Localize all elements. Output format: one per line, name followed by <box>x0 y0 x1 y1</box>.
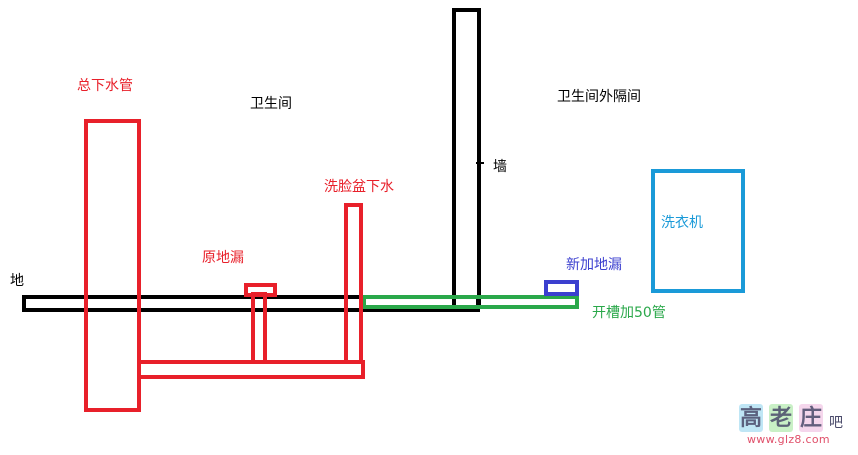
basin-drain-label: 洗脸盆下水 <box>324 179 394 195</box>
outside-bathroom-label: 卫生间外隔间 <box>557 89 641 105</box>
wall-label: 墙 <box>493 159 507 175</box>
watermark-char-3: 庄 <box>799 405 822 431</box>
basin-drain-pipe-shape <box>344 203 363 364</box>
watermark-url: www.glz8.com <box>747 433 830 446</box>
groove-pipe-label: 开槽加50管 <box>592 305 666 321</box>
groove-pipe-shape <box>362 295 579 309</box>
watermark-suffix: 吧 <box>829 415 843 431</box>
new-floor-drain-label: 新加地漏 <box>566 257 622 273</box>
washing-machine-shape <box>651 169 745 293</box>
floor-gap-mark <box>170 299 176 308</box>
original-floor-drain-label: 原地漏 <box>202 250 244 266</box>
floor-label: 地 <box>10 273 24 289</box>
watermark-tile-1: 高 <box>739 404 763 432</box>
new-floor-drain-shape <box>544 280 579 296</box>
bathroom-label: 卫生间 <box>250 96 292 112</box>
horizontal-drain-pipe-shape <box>137 360 365 379</box>
washing-machine-label: 洗衣机 <box>661 215 703 231</box>
watermark-tile-2: 老 <box>769 404 793 432</box>
original-floor-drain-pipe-shape <box>251 292 267 364</box>
watermark-char-1: 高 <box>739 405 762 431</box>
main-drain-pipe-shape <box>84 119 141 412</box>
main-drain-label: 总下水管 <box>77 78 133 94</box>
wall-shape <box>452 8 481 309</box>
original-floor-drain-cap-shape <box>244 283 277 297</box>
watermark-char-2: 老 <box>769 405 792 431</box>
site-watermark: 高 老 庄 吧 www.glz8.com <box>737 402 849 452</box>
watermark-tile-3: 庄 <box>799 404 823 432</box>
